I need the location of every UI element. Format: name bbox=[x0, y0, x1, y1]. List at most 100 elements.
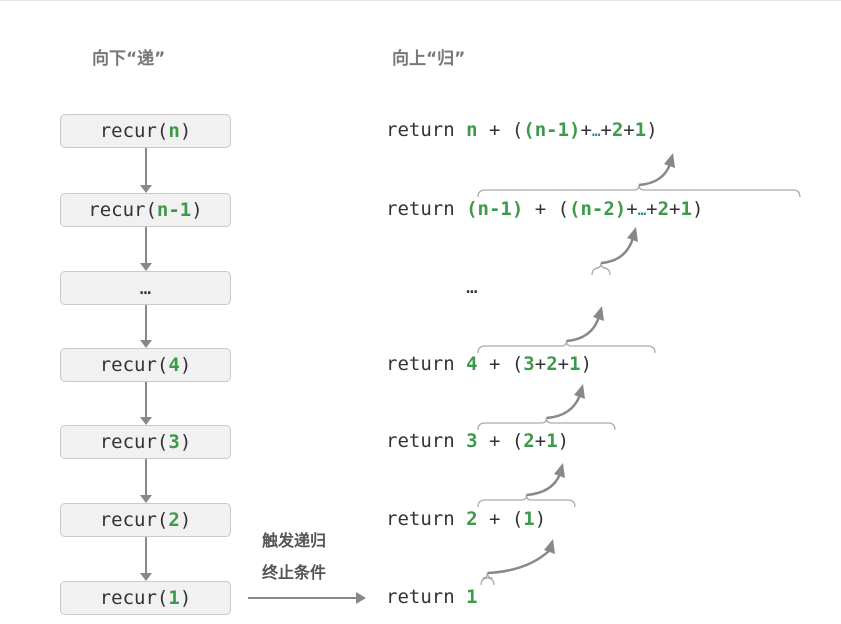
heading-up: 向上“归” bbox=[392, 49, 466, 69]
expr-token: + ( bbox=[523, 198, 570, 220]
return-arrow bbox=[600, 237, 635, 265]
expr-token: n bbox=[466, 119, 478, 141]
expr-token: 1 bbox=[634, 119, 647, 141]
box-prefix: recur( bbox=[99, 587, 169, 609]
expr-token: + ( bbox=[477, 119, 524, 141]
expr-token: 4 bbox=[466, 353, 478, 375]
recur-box: recur(1) bbox=[60, 581, 231, 615]
expr-token: + ( bbox=[477, 430, 524, 452]
expr-token: 1 bbox=[680, 198, 692, 220]
expr-token: + ( bbox=[477, 508, 524, 530]
down-arrowhead bbox=[140, 185, 152, 193]
expr-token: 2 bbox=[523, 430, 535, 452]
expr-token: + bbox=[646, 198, 658, 220]
expr-token: 2 bbox=[611, 119, 624, 141]
trigger-label-1: 触发递归 bbox=[262, 531, 327, 550]
box-prefix: recur( bbox=[99, 354, 169, 376]
return-arrow bbox=[638, 163, 672, 187]
return-arrowhead bbox=[627, 227, 638, 242]
recur-box: recur(3) bbox=[60, 425, 231, 459]
box-arg: 4 bbox=[168, 354, 180, 376]
expr-token: return bbox=[386, 508, 467, 530]
expr-token: + bbox=[626, 198, 638, 220]
expr-token: + ( bbox=[477, 353, 524, 375]
recur-box: … bbox=[60, 271, 231, 305]
box-suffix: ) bbox=[179, 120, 192, 142]
expr-token: 1 bbox=[546, 430, 558, 452]
return-arrow bbox=[487, 549, 551, 575]
box-suffix: ) bbox=[191, 199, 203, 221]
top-divider bbox=[0, 0, 841, 1]
return-arrowhead bbox=[574, 384, 585, 399]
expr-token: return bbox=[386, 586, 467, 608]
expr-token: return bbox=[386, 198, 467, 220]
expr-token: ) bbox=[534, 508, 547, 530]
expr-token: (n-2) bbox=[569, 198, 627, 220]
return-line: return (n-1) + ((n-2)+…+2+1) bbox=[386, 197, 703, 223]
box-prefix: recur( bbox=[99, 431, 169, 453]
expr-token: + bbox=[669, 198, 681, 220]
box-arg: n bbox=[168, 120, 180, 142]
return-line: … bbox=[386, 275, 478, 299]
expr-token: 2 bbox=[546, 353, 558, 375]
recur-box: recur(2) bbox=[60, 503, 231, 537]
expr-token: + bbox=[600, 119, 612, 141]
expr-token: … bbox=[386, 276, 478, 298]
expr-token: 2 bbox=[466, 508, 478, 530]
box-prefix: recur( bbox=[88, 199, 157, 221]
expr-token: ) bbox=[691, 198, 704, 220]
expr-token: … bbox=[637, 203, 647, 219]
return-line: return 1 bbox=[386, 585, 478, 609]
heading-down: 向下“递” bbox=[92, 49, 166, 69]
expr-token: … bbox=[591, 124, 601, 140]
expr-token: 3 bbox=[466, 430, 478, 452]
brace bbox=[480, 572, 495, 586]
expr-token: 1 bbox=[569, 353, 581, 375]
expr-token: + bbox=[534, 430, 547, 452]
expr-token: 1 bbox=[523, 508, 535, 530]
expr-token: ) bbox=[646, 119, 658, 141]
box-suffix: ) bbox=[179, 587, 192, 609]
expr-token: + bbox=[534, 353, 547, 375]
expr-token: (n-1) bbox=[523, 119, 581, 141]
brace bbox=[477, 184, 801, 198]
box-suffix: ) bbox=[179, 354, 192, 376]
return-arrow bbox=[526, 473, 562, 497]
box-suffix: ) bbox=[179, 431, 192, 453]
return-arrow bbox=[546, 394, 582, 420]
return-line: return 3 + (2+1) bbox=[386, 429, 569, 453]
recur-box: recur(4) bbox=[60, 348, 231, 382]
brace bbox=[591, 262, 611, 276]
box-suffix: ) bbox=[179, 509, 192, 531]
expr-token: + bbox=[580, 119, 592, 141]
expr-token: (n-1) bbox=[466, 198, 524, 220]
return-arrowhead bbox=[554, 463, 565, 478]
return-arrowhead bbox=[593, 306, 604, 321]
expr-token: 1 bbox=[466, 586, 478, 608]
expr-token: 2 bbox=[657, 198, 670, 220]
box-arg: 1 bbox=[168, 587, 180, 609]
down-arrowhead bbox=[140, 417, 152, 425]
down-arrowhead bbox=[140, 573, 152, 581]
box-arg: n-1 bbox=[156, 199, 192, 221]
return-arrowhead bbox=[544, 539, 555, 554]
expr-token: ) bbox=[580, 353, 593, 375]
expr-token: 3 bbox=[523, 353, 535, 375]
down-arrowhead bbox=[140, 495, 152, 503]
expr-token: ) bbox=[557, 430, 570, 452]
box-suffix: … bbox=[139, 277, 152, 299]
return-arrow bbox=[566, 316, 601, 343]
return-arrowhead bbox=[664, 153, 675, 168]
return-line: return 2 + (1) bbox=[386, 507, 546, 531]
expr-token: return bbox=[386, 353, 467, 375]
trigger-label-2: 终止条件 bbox=[262, 563, 327, 582]
box-arg: 2 bbox=[168, 509, 180, 531]
box-arg: 3 bbox=[168, 431, 180, 453]
down-arrowhead bbox=[140, 263, 152, 271]
down-arrowhead bbox=[140, 340, 152, 348]
trigger-arrowhead bbox=[356, 592, 366, 604]
return-line: return 4 + (3+2+1) bbox=[386, 352, 592, 376]
recur-box: recur(n) bbox=[60, 114, 231, 148]
